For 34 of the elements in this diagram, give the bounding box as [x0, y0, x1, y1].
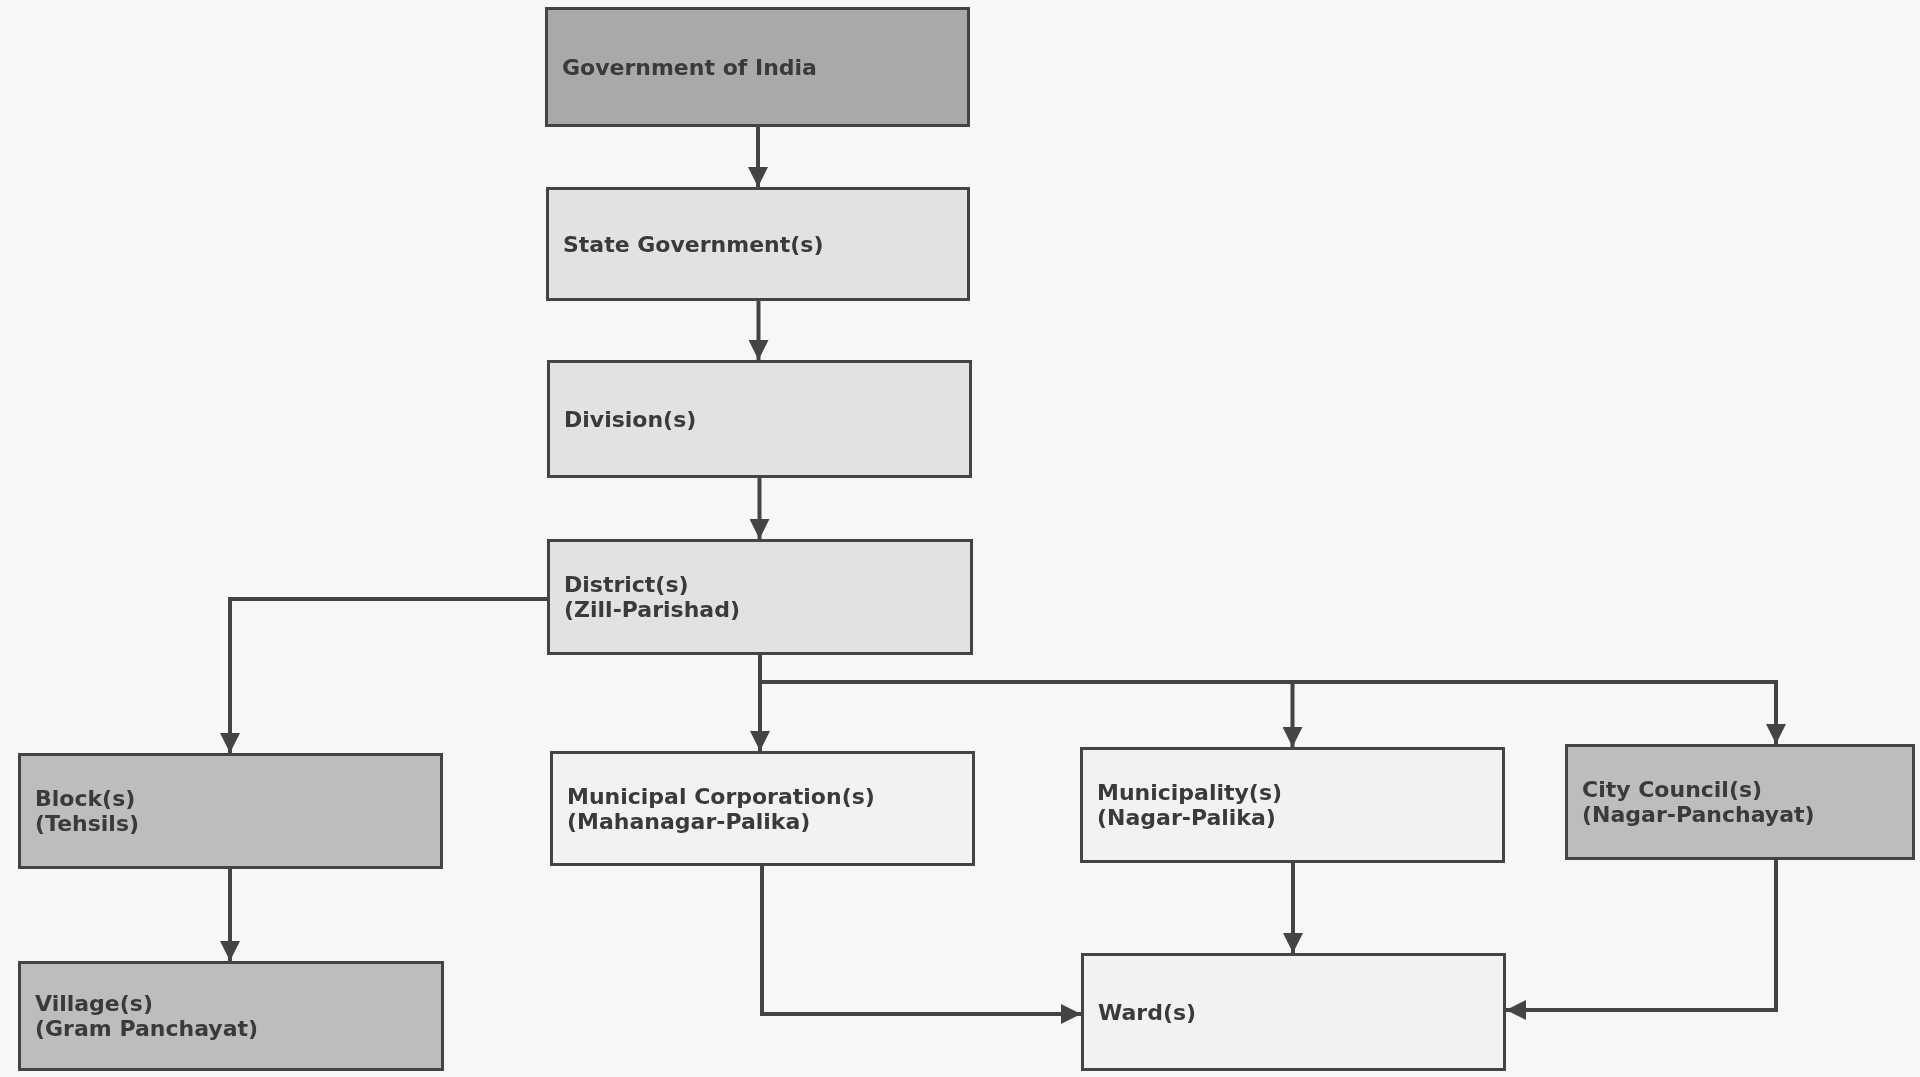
box-label: State Government(s) — [563, 231, 825, 257]
org-box — [547, 539, 973, 655]
box-label: Ward(s) — [1098, 999, 1198, 1025]
org-box — [550, 751, 975, 866]
org-box — [18, 961, 444, 1071]
arrow — [220, 869, 240, 961]
arrow — [220, 597, 547, 753]
arrow — [749, 478, 770, 539]
arrow — [748, 127, 768, 187]
box-label: (Tehsils) — [35, 811, 141, 836]
org-box — [18, 753, 443, 869]
box-label: Division(s) — [564, 406, 698, 432]
org-box — [1081, 953, 1506, 1071]
box-label: Village(s) — [35, 991, 154, 1016]
box-label: Municipal Corporation(s) — [567, 783, 876, 809]
arrow — [1283, 863, 1303, 953]
box-label: City Council(s) — [1582, 777, 1764, 802]
org-box — [1080, 747, 1505, 863]
box-label: Block(s) — [35, 786, 137, 811]
box-label: (Zill-Parishad) — [564, 597, 741, 622]
org-box — [546, 187, 970, 301]
box-label: (Nagar-Palika) — [1097, 805, 1277, 830]
org-box — [1565, 744, 1915, 860]
box-label: District(s) — [564, 572, 690, 597]
box-label: Government of India — [562, 54, 818, 80]
box-label: (Gram Panchayat) — [35, 1016, 260, 1041]
box-label: Municipality(s) — [1097, 780, 1284, 805]
org-box — [545, 7, 970, 127]
box-label: (Nagar-Panchayat) — [1582, 802, 1816, 827]
arrow — [1506, 860, 1778, 1020]
arrow — [748, 301, 769, 360]
box-label: (Mahanagar-Palika) — [567, 808, 812, 834]
arrow — [760, 866, 1081, 1024]
org-box — [547, 360, 972, 478]
